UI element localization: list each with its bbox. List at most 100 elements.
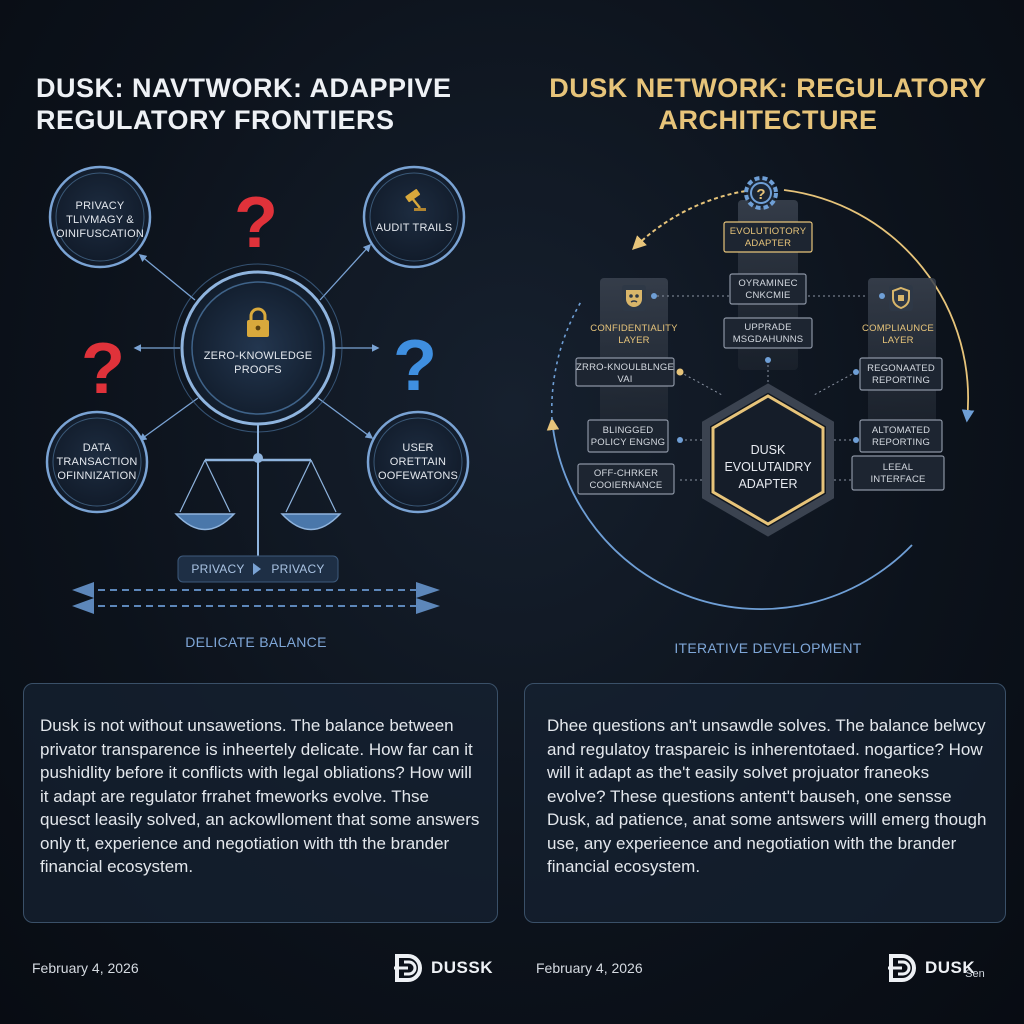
card-off-chain-governance: OFF-CHRKER COOIERNANCE: [578, 468, 674, 492]
right-title: DUSK NETWORK: REGULATORY ARCHITECTURE: [512, 72, 1024, 136]
card-line: VAI: [617, 374, 633, 385]
card-line: REPORTING: [871, 375, 931, 386]
privacy-balance-diagram: ? ? ?: [45, 165, 470, 614]
card-policy-engine: BLINGGED POLICY ENGNG: [588, 425, 668, 449]
node-zero-knowledge-proofs: [173, 263, 343, 433]
label-line: USER: [402, 442, 434, 454]
card-automated-reporting: ALTOMATED REPORTING: [860, 425, 942, 449]
balance-scale-icon: [174, 424, 342, 570]
header-compliance-layer: COMPLIAUNCE LAYER: [848, 323, 948, 347]
card-line: CNKCMIE: [745, 290, 791, 301]
right-title-line-1: DUSK NETWORK: REGULATORY: [549, 73, 987, 103]
card-line: COMPLIAUNCE: [862, 323, 934, 334]
dusk-logo-icon: [394, 954, 422, 982]
right-logo-sub: Sen: [965, 968, 985, 980]
card-line: LAYER: [618, 335, 650, 346]
card-line: ADAPTER: [744, 238, 792, 249]
question-mark-blue-right: ?: [393, 326, 437, 406]
gavel-icon: [405, 189, 426, 211]
label-line: OINIFUSCATION: [56, 228, 144, 240]
dusk-adapter-hexagon: [702, 383, 834, 537]
card-dynamic-engine: OYRAMINEC CNKCMIE: [730, 278, 806, 302]
gear-question-mark: ?: [756, 186, 765, 203]
right-title-line-2: ARCHITECTURE: [658, 105, 878, 135]
label-line: PROOFS: [234, 364, 282, 376]
card-zero-knowledge: ZRRO-KNOULBLNGE VAI: [576, 362, 674, 386]
card-line: POLICY ENGNG: [590, 437, 666, 448]
label-line: AUDIT TRAILS: [375, 222, 453, 234]
hex-line: ADAPTER: [738, 477, 798, 491]
card-line: OYRAMINEC: [738, 278, 798, 289]
label-user-operations: USER ORETTAIN OOFEWATONS: [370, 441, 466, 483]
card-line: OFF-CHRKER: [593, 468, 659, 479]
theater-mask-icon: [622, 285, 646, 311]
right-footer-date: February 4, 2026: [536, 960, 643, 976]
node-audit-trails: [362, 165, 466, 269]
hex-line: EVOLUTAIDRY: [724, 460, 812, 474]
regulatory-architecture-diagram: ?: [546, 176, 975, 610]
left-title: DUSK: NAVTWORK: ADAPPIVE REGULATORY FRON…: [36, 72, 476, 136]
card-line: REPORTING: [871, 437, 931, 448]
card-line: COOIERNANCE: [589, 480, 663, 491]
left-logo-text: DUSSK: [431, 958, 494, 977]
question-mark-red-left: ?: [81, 329, 125, 409]
right-text-box: Dhee questions an't unsawdle solves. The…: [524, 683, 1006, 923]
label-line: OOFEWATONS: [377, 470, 459, 482]
caption-delicate-balance: DELICATE BALANCE: [185, 634, 327, 650]
label-privacy-obfuscation: PRIVACY TLIVMAGY & OINIFUSCATION: [52, 199, 148, 241]
grey-cards: [575, 273, 945, 495]
delicate-balance-arrows: [72, 582, 440, 614]
card-line: ZRRO-KNOULBLNGE: [576, 362, 675, 373]
card-line: LAYER: [882, 335, 914, 346]
label-line: ORETTAIN: [389, 456, 447, 468]
label-line: TRANSACTION: [56, 456, 138, 468]
privacy-balance-pill: [177, 555, 339, 583]
gold-cards: [723, 221, 813, 253]
header-confidentiality-layer: CONFIDENTIALITY LAYER: [578, 323, 690, 347]
padlock-icon: [247, 307, 269, 337]
dusk-logo-icon: [888, 954, 916, 982]
card-upgrade-mechanisms: UPPRADE MSGDAHUNNS: [724, 322, 812, 346]
card-line: LEEAL: [882, 462, 914, 473]
left-footer-date: February 4, 2026: [32, 960, 139, 976]
card-line: BLINGGED: [602, 425, 654, 436]
node-data-transaction: [45, 410, 149, 514]
card-line: ALTOMATED: [871, 425, 931, 436]
hex-label-dusk-adapter: DUSK EVOLUTAIDRY ADAPTER: [698, 442, 838, 493]
arrow-bottom-left: [138, 397, 199, 441]
card-regulated-reporting: REGONAATED REPORTING: [860, 363, 942, 387]
gear-icon: ?: [744, 176, 778, 210]
hex-line: DUSK: [750, 443, 786, 457]
arrow-top-right: [319, 243, 372, 301]
label-data-transaction: DATA TRANSACTION OFINNIZATION: [49, 441, 145, 483]
left-text-box: Dusk is not without unsawetions. The bal…: [23, 683, 498, 923]
arrow-top-left: [138, 254, 196, 301]
right-dusk-logo: DUSK Sen: [888, 952, 985, 984]
label-line: ZERO-KNOWLEDGE: [203, 350, 313, 362]
card-line: EVOLUTIOTORY: [729, 226, 807, 237]
card-evolutionary-adapter: EVOLUTIOTORY ADAPTER: [724, 226, 812, 250]
right-logo-text: DUSK: [925, 958, 976, 977]
card-line: REGONAATED: [867, 363, 935, 374]
label-zero-knowledge-proofs: ZERO-KNOWLEDGE PROOFS: [196, 349, 320, 377]
label-line: PRIVACY: [75, 200, 125, 212]
right-panel: DUSK NETWORK: REGULATORY ARCHITECTURE: [512, 0, 1024, 1024]
caption-iterative-development: ITERATIVE DEVELOPMENT: [674, 640, 862, 656]
label-audit-trails: AUDIT TRAILS: [366, 221, 462, 235]
iterative-cycle: [546, 189, 975, 610]
node-user-operations: [366, 410, 470, 514]
right-body-text: Dhee questions an't unsawdle solves. The…: [547, 716, 987, 876]
left-title-line-1: DUSK: NAVTWORK: ADAPPIVE: [36, 73, 452, 103]
left-dusk-logo: DUSSK: [394, 952, 493, 984]
card-line: INTERFACE: [870, 474, 926, 485]
shield-icon: [889, 285, 913, 311]
left-title-line-2: REGULATORY FRONTIERS: [36, 105, 395, 135]
left-panel: DUSK: NAVTWORK: ADAPPIVE REGULATORY FRON…: [23, 72, 498, 984]
card-line: UPPRADE: [744, 322, 792, 333]
question-mark-red-top: ?: [234, 183, 278, 263]
connector-arrows: [133, 243, 380, 441]
scale-label-left: PRIVACY: [191, 562, 245, 576]
scale-label-right: PRIVACY: [271, 562, 325, 576]
label-line: DATA: [82, 442, 112, 454]
left-body-text: Dusk is not without unsawetions. The bal…: [40, 716, 480, 876]
